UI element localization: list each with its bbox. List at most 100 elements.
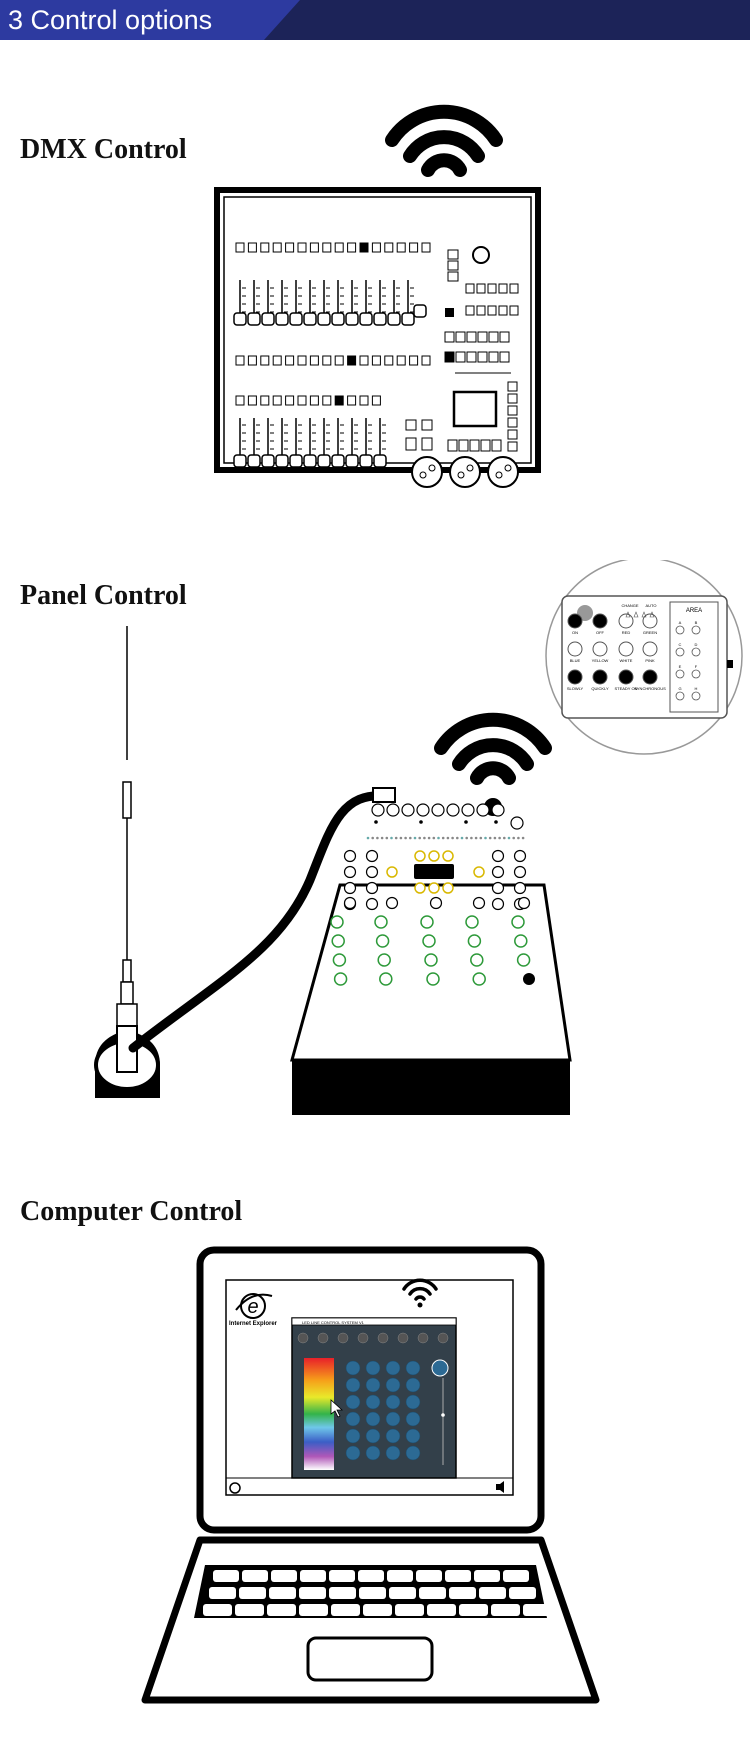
panel-button xyxy=(491,849,505,863)
app-control-button xyxy=(385,1445,401,1461)
keyboard-key xyxy=(271,1570,297,1582)
app-control-button xyxy=(405,1445,421,1461)
keyboard-key xyxy=(235,1604,264,1616)
panel-button xyxy=(386,803,400,817)
dmx-button xyxy=(384,355,394,366)
keyboard-key xyxy=(523,1604,552,1616)
dmx-fader-knob xyxy=(331,454,345,468)
panel-button xyxy=(429,896,443,910)
dmx-fader-knob xyxy=(247,312,261,326)
dmx-button xyxy=(421,437,433,451)
dmx-button xyxy=(260,395,270,406)
keyboard-key xyxy=(363,1604,392,1616)
antenna-cable xyxy=(128,791,390,1053)
dmx-fader-knob xyxy=(413,304,427,318)
dmx-button xyxy=(477,331,488,343)
dmx-button xyxy=(444,351,455,363)
keyboard-key xyxy=(329,1570,355,1582)
panel-button xyxy=(476,803,490,817)
dmx-button xyxy=(285,355,295,366)
dmx-fader-knob xyxy=(233,454,247,468)
dmx-button xyxy=(285,242,295,253)
panel-button xyxy=(343,896,357,910)
closeup-button xyxy=(642,613,658,629)
panel-button xyxy=(523,973,535,985)
app-tab-button xyxy=(377,1332,389,1344)
panel-button xyxy=(511,915,525,929)
dmx-button xyxy=(509,305,519,316)
panel-button xyxy=(343,881,357,895)
dmx-button xyxy=(260,242,270,253)
app-tab-button xyxy=(317,1332,329,1344)
dmx-button xyxy=(507,381,518,392)
dmx-button xyxy=(384,242,394,253)
dmx-fader-knob xyxy=(359,312,373,326)
dmx-button xyxy=(487,305,497,316)
change-label: CHANGE xyxy=(621,603,638,608)
panel-button xyxy=(343,865,357,879)
app-control-button xyxy=(365,1377,381,1393)
panel-button xyxy=(428,850,440,862)
panel-button xyxy=(371,803,385,817)
panel-button xyxy=(428,882,440,894)
dmx-button xyxy=(272,242,282,253)
dmx-display-screen xyxy=(452,390,498,428)
dmx-button xyxy=(309,242,319,253)
dmx-button xyxy=(499,331,510,343)
control-app-window[interactable]: LED LINE CONTROL SYSTEM V1 xyxy=(291,1317,457,1479)
dmx-fader-knob xyxy=(401,312,415,326)
panel-button xyxy=(472,972,486,986)
keyboard-key xyxy=(445,1570,471,1582)
dmx-button xyxy=(487,283,497,294)
closeup-button-label: WHITE xyxy=(620,658,633,663)
panel-button xyxy=(491,803,505,817)
dmx-button xyxy=(421,242,431,253)
panel-button xyxy=(442,882,454,894)
app-control-button xyxy=(365,1411,381,1427)
computer-section: e Internet Explorer LED LINE CONTROL SYS… xyxy=(141,1246,600,1704)
closeup-button-label: PINK xyxy=(645,658,655,663)
panel-button xyxy=(374,915,388,929)
zone-label: A xyxy=(679,620,682,625)
keyboard-key xyxy=(459,1604,488,1616)
dmx-fader-knob xyxy=(275,312,289,326)
panel-button xyxy=(332,953,347,967)
panel-button xyxy=(426,972,440,986)
keyboard-key xyxy=(329,1587,356,1599)
panel-button xyxy=(343,849,357,863)
dmx-button xyxy=(507,429,518,440)
dmx-button xyxy=(465,305,475,316)
app-control-button xyxy=(385,1377,401,1393)
app-control-button xyxy=(385,1411,401,1427)
app-control-button xyxy=(365,1360,381,1376)
zone-button xyxy=(691,647,701,657)
panel-button xyxy=(414,882,426,894)
dmx-fader-knob xyxy=(275,454,289,468)
wifi-icon xyxy=(402,1278,438,1308)
app-control-button xyxy=(345,1411,361,1427)
app-control-button xyxy=(365,1428,381,1444)
dmx-button xyxy=(235,242,245,253)
power-button xyxy=(431,1359,449,1377)
app-control-button xyxy=(345,1377,361,1393)
dmx-button xyxy=(488,331,499,343)
dmx-button xyxy=(347,355,357,366)
zone-label: F xyxy=(695,664,698,669)
dmx-button xyxy=(371,395,381,406)
app-control-button xyxy=(365,1445,381,1461)
app-tab-button xyxy=(297,1332,309,1344)
keyboard-key xyxy=(239,1587,266,1599)
dmx-button xyxy=(507,417,518,428)
dmx-button xyxy=(347,395,357,406)
zone-label: C xyxy=(679,642,682,647)
app-control-button xyxy=(405,1411,421,1427)
zone-button xyxy=(691,669,701,679)
dmx-button xyxy=(498,283,508,294)
dmx-button xyxy=(465,283,475,294)
panel-button xyxy=(491,881,505,895)
dmx-button xyxy=(507,405,518,416)
dmx-button xyxy=(347,242,357,253)
app-window-title: LED LINE CONTROL SYSTEM V1 xyxy=(302,1320,365,1325)
closeup-button xyxy=(618,669,634,685)
panel-button xyxy=(431,803,445,817)
